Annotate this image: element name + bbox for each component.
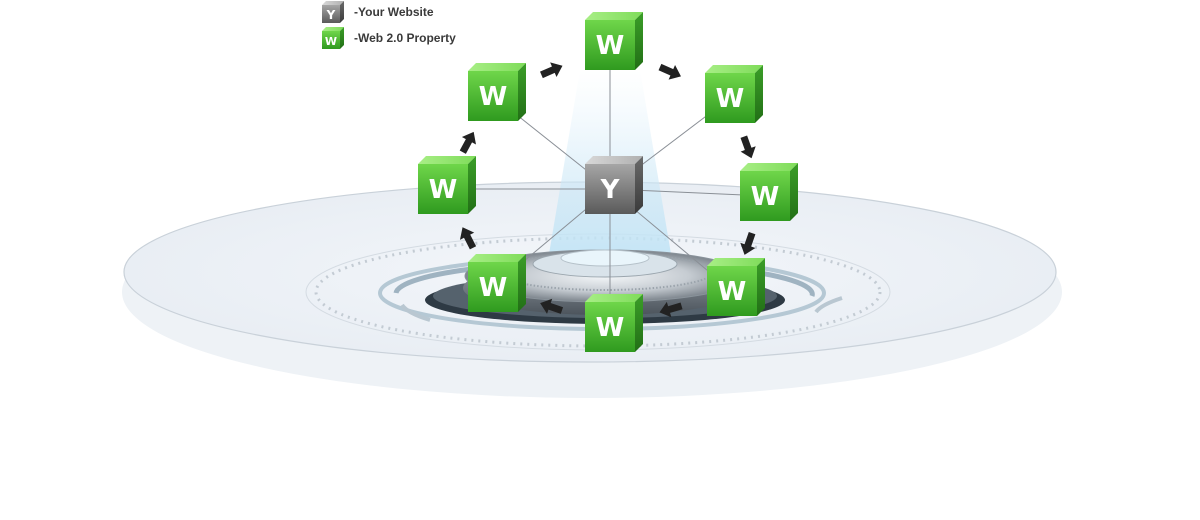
property-letter: W <box>716 84 745 114</box>
legend-property-label: -Web 2.0 Property <box>354 31 456 45</box>
flow-arrows <box>459 62 756 318</box>
web20-property-cube: W <box>585 12 643 70</box>
flow-arrow <box>659 301 683 318</box>
web20-property-cube: W <box>468 63 526 121</box>
flow-arrow <box>740 135 756 159</box>
flow-arrow <box>540 298 564 314</box>
legend-website-cube-icon: Y <box>322 1 344 23</box>
legend-property-letter: W <box>325 35 337 48</box>
property-letter: W <box>429 175 458 205</box>
flow-arrow <box>459 227 477 250</box>
property-letter: W <box>479 82 508 112</box>
legend-property-cube-icon: W <box>322 27 344 49</box>
property-letter: W <box>718 277 747 307</box>
flow-arrow <box>740 231 756 255</box>
property-letter: W <box>479 273 508 303</box>
web20-property-cube: W <box>705 65 763 123</box>
property-letter: W <box>596 313 625 343</box>
flow-arrow <box>459 131 476 154</box>
web20-property-cube: W <box>468 254 526 312</box>
legend-website-letter: Y <box>326 8 336 22</box>
web20-property-cube: W <box>585 294 643 352</box>
web20-property-cube: W <box>740 163 798 221</box>
website-letter: Y <box>600 175 621 205</box>
legend-property-item: W -Web 2.0 Property <box>322 27 456 49</box>
flow-arrow <box>540 62 563 79</box>
flow-arrow <box>658 63 681 80</box>
web20-property-cube: W <box>418 156 476 214</box>
website-hub: Y <box>585 156 643 214</box>
web20-property-cube: W <box>707 258 765 316</box>
property-letter: W <box>751 182 780 212</box>
property-cubes: W W W W W W W W <box>418 12 798 352</box>
legend: Y -Your Website W -Web 2.0 Property <box>322 1 456 49</box>
legend-website-label: -Your Website <box>354 5 434 19</box>
legend-website-item: Y -Your Website <box>322 1 434 23</box>
property-letter: W <box>596 31 625 61</box>
website-cube: Y <box>585 156 643 214</box>
